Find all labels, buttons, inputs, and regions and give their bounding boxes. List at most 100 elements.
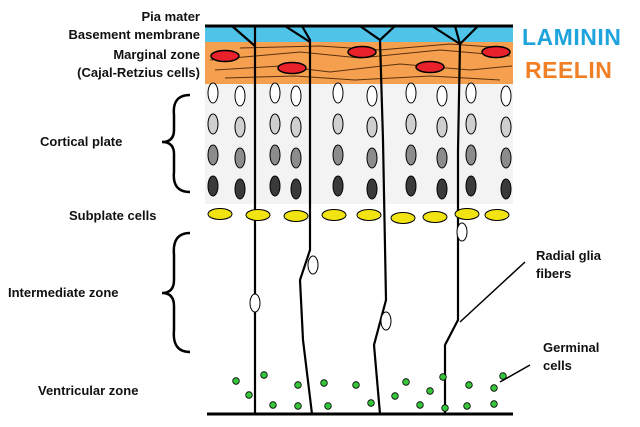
germinal-cell (490, 384, 498, 392)
cortical-plate-brace (161, 93, 191, 194)
germinal-cell (391, 392, 399, 400)
cortical-neuron (290, 178, 302, 200)
intermediate-zone-brace (161, 231, 191, 354)
subplate-cell (207, 208, 233, 220)
radial-fiber (231, 25, 256, 47)
germinal-cell (294, 402, 302, 410)
cortical-neuron (436, 147, 448, 169)
cortical-neuron (366, 178, 378, 200)
cortical-neuron (405, 144, 417, 166)
germinal-cell (402, 378, 410, 386)
migrating-neuron (249, 293, 261, 313)
germinal-cell (439, 373, 447, 381)
cortical-neuron (405, 175, 417, 197)
cortical-neuron (465, 113, 477, 135)
germinal-cell (324, 402, 332, 410)
cortical-neuron (234, 116, 246, 138)
germinal-cell (463, 402, 471, 410)
cortical-neuron (207, 144, 219, 166)
label-radial-glia-fibers: fibers (536, 266, 572, 281)
cortical-neuron (465, 144, 477, 166)
subplate-cell (484, 209, 510, 221)
cortical-neuron (269, 82, 281, 104)
subplate-cell (356, 209, 382, 221)
legend-laminin: LAMININ (522, 24, 622, 50)
cajal-retzius-cell (415, 60, 445, 74)
cortical-neuron (500, 116, 512, 138)
cortical-neuron (207, 113, 219, 135)
label-cortical-plate: Cortical plate (40, 134, 123, 149)
germinal-cell (426, 387, 434, 395)
cajal-retzius-cell (481, 45, 511, 59)
cortical-neuron (405, 82, 417, 104)
subplate-cell (283, 210, 309, 222)
germinal-cell (232, 377, 240, 385)
label-subplate: Subplate cells (69, 208, 157, 223)
label-germinal: Germinal (543, 340, 600, 355)
cortical-neuron (234, 147, 246, 169)
legend-reelin: REELIN (525, 57, 613, 83)
label-marginal-zone: Marginal zone (113, 47, 200, 62)
cortical-neuron (500, 85, 512, 107)
cortical-neuron (366, 116, 378, 138)
cortical-neuron (332, 82, 344, 104)
germinal-cells-pointer (499, 364, 531, 383)
label-intermediate-zone: Intermediate zone (8, 285, 119, 300)
subplate-cell (321, 209, 347, 221)
cajal-retzius-cell (347, 45, 377, 59)
cells-group (207, 45, 512, 412)
migrating-neuron (380, 311, 392, 331)
subplate-cell (422, 211, 448, 223)
cortical-plate-band (205, 84, 513, 204)
cortical-neuron (465, 82, 477, 104)
cortical-neuron (436, 85, 448, 107)
label-pia-mater: Pia mater (141, 9, 200, 24)
cortical-neuron (405, 113, 417, 135)
subplate-cell (245, 209, 271, 221)
cajal-retzius-cell (210, 49, 240, 63)
germinal-cell (441, 404, 449, 412)
cortical-neuron (366, 147, 378, 169)
cortical-neuron (332, 113, 344, 135)
germinal-cell (260, 371, 268, 379)
cortical-neuron (269, 144, 281, 166)
radial-fiber (359, 25, 388, 415)
germinal-cell (465, 381, 473, 389)
migrating-neuron (307, 255, 319, 275)
cortical-neuron (332, 144, 344, 166)
cortical-neuron (269, 175, 281, 197)
radial-glia-pointer (459, 261, 526, 323)
cortical-neuron (207, 175, 219, 197)
radial-fiber (379, 25, 396, 41)
cortical-neuron (332, 175, 344, 197)
germinal-cell (245, 391, 253, 399)
subplate-cell (454, 208, 480, 220)
cortical-neuron (290, 147, 302, 169)
cortical-neuron (290, 116, 302, 138)
cajal-retzius-cell (277, 61, 307, 75)
laminin-layer (205, 26, 513, 42)
germinal-cell (499, 372, 507, 380)
cortical-neuron (500, 147, 512, 169)
germinal-cell (490, 400, 498, 408)
cortical-neuron (366, 85, 378, 107)
germinal-cell (320, 379, 328, 387)
cortical-neuron (234, 178, 246, 200)
radial-fiber (284, 25, 311, 43)
germinal-cell (294, 381, 302, 389)
migrating-neuron (456, 222, 468, 242)
germinal-cell (352, 381, 360, 389)
radial-fiber (298, 25, 314, 415)
germinal-cell (416, 401, 424, 409)
cortical-neuron (290, 85, 302, 107)
radial-fiber (459, 25, 479, 45)
cortical-neuron (207, 82, 219, 104)
cortical-neuron (436, 178, 448, 200)
label-germinal-cells: cells (543, 358, 572, 373)
cortical-neuron (269, 113, 281, 135)
label-basement-membrane: Basement membrane (68, 27, 201, 42)
germinal-cell (269, 401, 277, 409)
cortical-neuron (465, 175, 477, 197)
